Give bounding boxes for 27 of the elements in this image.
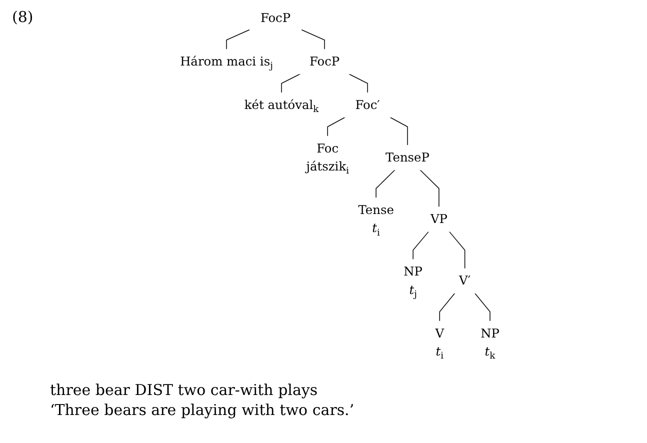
node-text: két autóval$_{k}$ bbox=[244, 97, 319, 114]
node-text: Foc játszik$_{i}$ bbox=[306, 140, 350, 176]
connector bbox=[327, 116, 346, 137]
connector bbox=[440, 292, 456, 322]
node-text: V t$_{i}$ bbox=[435, 326, 444, 362]
connector bbox=[376, 169, 396, 198]
connector bbox=[281, 73, 302, 94]
node-text: FocP bbox=[260, 10, 291, 26]
connector bbox=[348, 73, 368, 94]
node-text: NP t$_{j}$ bbox=[404, 264, 423, 300]
gloss-line: three bear DIST two car-with plays bbox=[50, 380, 319, 400]
node-text: VP bbox=[430, 212, 448, 226]
node-text: NP t$_{k}$ bbox=[480, 326, 500, 362]
node-text: Foc′ bbox=[355, 97, 380, 112]
connector bbox=[449, 231, 466, 270]
connector bbox=[412, 231, 430, 260]
node-text: Tense t$_{i}$ bbox=[358, 202, 394, 238]
node-text: V′ bbox=[459, 273, 471, 288]
connector bbox=[420, 169, 440, 208]
example-number: (8) bbox=[12, 8, 34, 26]
connector bbox=[474, 292, 491, 322]
connector bbox=[226, 29, 250, 50]
connector bbox=[301, 29, 326, 50]
node-text: Három maci is$_{j}$ bbox=[180, 54, 274, 71]
node-text: FocP bbox=[310, 54, 340, 69]
translation-line: ‘Three bears are playing with two cars.’ bbox=[50, 400, 354, 420]
node-text: TenseP bbox=[386, 150, 430, 164]
